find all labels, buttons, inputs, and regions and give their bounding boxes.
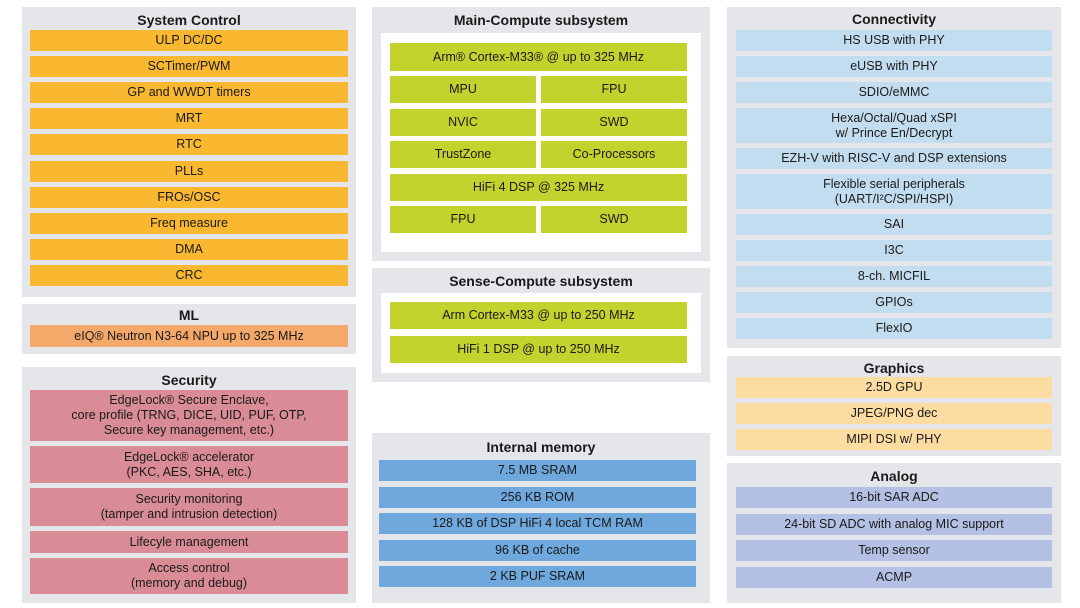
main-compute-title: Main-Compute subsystem [453, 12, 629, 28]
sense-cpu-block: Arm Cortex-M33 @ up to 250 MHz [390, 302, 687, 329]
graphics-item: MIPI DSI w/ PHY [736, 429, 1052, 450]
analog-item: ACMP [736, 566, 1052, 588]
system-control-item: SCTimer/PWM [30, 56, 348, 78]
graphics-title: Graphics [863, 360, 925, 376]
connectivity-panel: Connectivity HS USB with PHY eUSB with PH… [727, 7, 1061, 348]
memory-item: 96 KB of cache [379, 539, 696, 561]
system-control-item: ULP DC/DC [30, 30, 348, 51]
connectivity-item: FlexIO [736, 318, 1052, 339]
hifi1-dsp-block: HiFi 1 DSP @ up to 250 MHz [390, 336, 687, 363]
system-control-panel: System Control ULP DC/DC SCTimer/PWM GP an… [22, 7, 356, 297]
security-title: Security [161, 372, 217, 388]
connectivity-item: eUSB with PHY [736, 56, 1052, 77]
analog-panel: Analog 16-bit SAR ADC 24-bit SD ADC with … [727, 463, 1061, 603]
connectivity-item: EZH-V with RISC-V and DSP extensions [736, 148, 1052, 169]
trustzone-block: TrustZone [390, 141, 536, 168]
connectivity-item: Flexible serial peripherals (UART/I²C/SP… [736, 174, 1052, 209]
memory-item: 128 KB of DSP HiFi 4 local TCM RAM [379, 513, 696, 534]
security-item: Security monitoring (tamper and intrusio… [30, 488, 348, 526]
main-cpu-block: Arm® Cortex-M33® @ up to 325 MHz [390, 43, 687, 71]
security-item: Access control (memory and debug) [30, 558, 348, 594]
memory-item: 2 KB PUF SRAM [379, 566, 696, 587]
connectivity-item: GPIOs [736, 292, 1052, 313]
analog-item: Temp sensor [736, 540, 1052, 561]
swd-block: SWD [541, 109, 687, 136]
internal-memory-title: Internal memory [486, 439, 596, 455]
coprocessors-block: Co-Processors [541, 141, 687, 168]
npu-block: eIQ® Neutron N3-64 NPU up to 325 MHz [30, 325, 348, 347]
memory-item: 256 KB ROM [379, 486, 696, 508]
connectivity-item: I3C [736, 240, 1052, 261]
security-panel: Security EdgeLock® Secure Enclave, core … [22, 367, 356, 603]
connectivity-item: SDIO/eMMC [736, 82, 1052, 103]
system-control-item: GP and WWDT timers [30, 82, 348, 104]
connectivity-title: Connectivity [851, 11, 936, 27]
system-control-item: FROs/OSC [30, 186, 348, 208]
sense-compute-title: Sense-Compute subsystem [449, 273, 633, 289]
system-control-item: PLLs [30, 160, 348, 182]
ml-title: ML [178, 307, 200, 323]
analog-title: Analog [870, 468, 918, 484]
memory-item: 7.5 MB SRAM [379, 460, 696, 481]
security-item: EdgeLock® accelerator (PKC, AES, SHA, et… [30, 446, 348, 483]
ml-panel: ML eIQ® Neutron N3-64 NPU up to 325 MHz [22, 304, 356, 354]
main-compute-panel: Main-Compute subsystem Arm® Cortex-M33® … [372, 7, 710, 261]
nvic-block: NVIC [390, 109, 536, 136]
connectivity-item: SAI [736, 214, 1052, 235]
system-control-item: Freq measure [30, 212, 348, 234]
security-item: Lifecyle management [30, 531, 348, 553]
system-control-title: System Control [137, 12, 241, 28]
graphics-item: 2.5D GPU [736, 377, 1052, 398]
fpu-block: FPU [541, 76, 687, 103]
connectivity-item: Hexa/Octal/Quad xSPI w/ Prince En/Decryp… [736, 108, 1052, 143]
internal-memory-panel: Internal memory 7.5 MB SRAM 256 KB ROM 128… [372, 433, 710, 603]
system-control-item: DMA [30, 238, 348, 260]
dsp-fpu-block: FPU [390, 206, 536, 233]
security-item: EdgeLock® Secure Enclave, core profile (… [30, 390, 348, 441]
analog-item: 24-bit SD ADC with analog MIC support [736, 513, 1052, 535]
system-control-item: CRC [30, 264, 348, 286]
hifi4-dsp-block: HiFi 4 DSP @ 325 MHz [390, 174, 687, 201]
system-control-item: RTC [30, 134, 348, 156]
system-control-item: MRT [30, 108, 348, 130]
analog-item: 16-bit SAR ADC [736, 487, 1052, 508]
mpu-block: MPU [390, 76, 536, 103]
connectivity-item: HS USB with PHY [736, 30, 1052, 51]
graphics-item: JPEG/PNG dec [736, 403, 1052, 424]
connectivity-item: 8-ch. MICFIL [736, 266, 1052, 287]
dsp-swd-block: SWD [541, 206, 687, 233]
sense-compute-panel: Sense-Compute subsystem Arm Cortex-M33 @… [372, 268, 710, 382]
